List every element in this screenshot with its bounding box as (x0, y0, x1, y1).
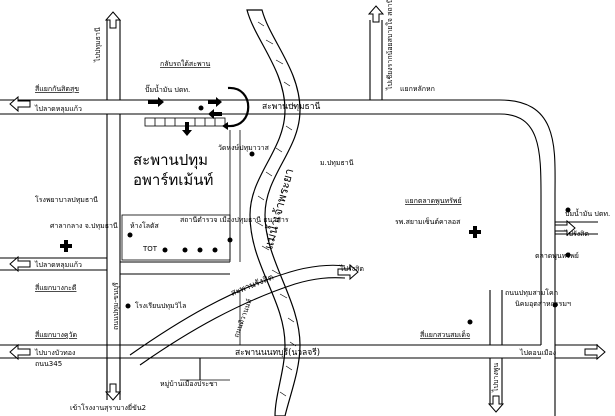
label-road-pathum-nonthaburi: ถนนปทุม-ขนบุรี (112, 282, 120, 330)
arrow-up-icon (104, 11, 122, 29)
label-nikhom: นิคมอุตสาหกรรมฯ (515, 300, 571, 308)
label-right-mid: แยกตลาดพูนทรัพย์ (405, 197, 462, 205)
landmark-dot-icon (212, 247, 218, 253)
label-road-ratchaphruek: ถนนปทุมสามโคก (505, 288, 558, 297)
label-bridge-nonthaburi: สะพานนนทบุรี(นวลจรี) (235, 347, 320, 358)
label-village: หมู่บ้านเมืองประชา (160, 380, 218, 388)
label-to-donmueang: ไปดอนเมือง (519, 348, 556, 357)
label-bridge-rangsit: สะพานรังสิต (229, 273, 275, 299)
river-texture (255, 21, 297, 397)
road-right-branch (555, 221, 598, 235)
road-pathum-nonthaburi (106, 114, 121, 395)
arrow-right-icon (208, 97, 222, 107)
building-stripes (144, 117, 226, 127)
label-bridge-pathum: สะพานปทุมธานี (262, 101, 321, 112)
landmark-dot-icon (162, 247, 168, 253)
landmark-dot-icon (182, 247, 188, 253)
road-inner (229, 130, 241, 345)
road-bottom-small (106, 358, 230, 400)
label-u-turn: กลับรถใต้สะพาน (160, 59, 211, 68)
landmark-dot-icon (125, 303, 131, 309)
road-right-lower (489, 290, 598, 405)
arrow-left-icon (9, 255, 31, 273)
road-rangsit-diagonal (129, 264, 346, 366)
landmark-dot-icon (197, 247, 203, 253)
hospital-cross-icon (60, 240, 72, 252)
label-lotus: ห้างโลตัส (130, 221, 160, 230)
label-gas-station-1: ปั๊มน้ำมัน ปตท. (145, 83, 190, 94)
u-turn-icon (222, 86, 250, 130)
label-to-rangsit-1: ไปรังสิต (339, 264, 364, 273)
label-hospital-pathum: โรงพยาบาลปทุมธานี (35, 195, 98, 204)
label-gas-station-2: ปั๊มน้ำมัน ปตท. (565, 207, 610, 218)
arrow-right-icon (337, 263, 359, 281)
label-city-hall: ศาลากลาง จ.ปทุมธานี (50, 222, 118, 230)
edge-arrows (9, 5, 606, 413)
landmark-dot-icon (552, 302, 558, 308)
label-junction-suan-somdet: สี่แยกสวนสมเด็จ (420, 330, 470, 339)
label-temple: วัดหงษ์ปทุมาวาส (218, 144, 270, 152)
label-to-bangbua: ไปบางบัวทอง (34, 348, 75, 357)
label-to-pathum: ไปปทุมธานี (93, 27, 102, 63)
label-hospital-siam: รพ.สยามเซ็นต์คาลอส (395, 217, 461, 226)
label-right-bottom: ไปบางพูน (491, 363, 500, 393)
label-highway-345: ถนน345 (35, 360, 62, 368)
label-junction-bangkhuwat: สี่แยกบางคูวัด (35, 330, 77, 339)
label-tot: TOT (142, 245, 158, 253)
arrow-right-icon (148, 97, 164, 107)
arrow-down-icon (487, 395, 505, 413)
road-pathum-bridge (0, 99, 556, 416)
label-junction-bang-kradee: สี่แยกบางกะดี (35, 283, 76, 292)
landmark-dot-icon (467, 319, 473, 325)
arrow-up-icon (367, 5, 385, 23)
label-to-rangsit-2: ไปรังสิต (564, 229, 589, 238)
label-to-lat-lum-kaeo-2: ไปลาดหลุมแก้ว (34, 260, 82, 269)
label-to-lat-lum-kaeo-1: ไปลาดหลุมแก้ว (34, 104, 82, 113)
landmark-dot-icon (249, 151, 255, 157)
label-school: โรงเรียนปทุมวิไล (135, 301, 186, 310)
road-left-vertical (106, 20, 121, 100)
arrow-down-icon (104, 383, 122, 401)
arrow-left-icon (208, 109, 222, 119)
arrow-left-icon (9, 95, 31, 113)
road-top-right-vertical (369, 20, 383, 100)
label-junction-lak-hok: แยกหลักหก (400, 85, 435, 93)
arrow-down-icon (182, 122, 192, 136)
arrow-right-icon (584, 343, 606, 361)
landmark-dot-icon (198, 105, 204, 111)
label-talat-phun-sap: ตลาดพูนทรัพย์ (535, 252, 579, 260)
label-to-sugarcane: เข้าโรงงานสุราบางยี่ขัน2 (70, 403, 146, 412)
label-junction-kanthasit: สี่แยกกันสิตสุข (35, 84, 79, 93)
hospital-cross-icon (469, 226, 481, 238)
landmark-dots (125, 105, 571, 325)
label-police: สถานีตำรวจ เมืองปทุมธานี ธนาคาร (180, 216, 289, 224)
label-big-title-1: สะพานปทุม (133, 151, 208, 170)
label-muang-pathum: ม.ปทุมธานี (320, 159, 354, 167)
arrow-right-icon (554, 219, 576, 237)
road-nonthaburi-bridge (0, 344, 500, 359)
landmark-dot-icon (227, 237, 233, 243)
direction-arrows (148, 97, 222, 136)
landmark-dot-icon (127, 232, 133, 238)
label-to-rangsit-top: ไปเชียงรากน้อยสบายใจ สถานีวิทยุฯ (385, 0, 394, 91)
landmark-dot-icon (565, 252, 571, 258)
label-big-title-2: อพาร์ทเม้นท์ (133, 171, 213, 189)
label-road-tiwanon: ถนนติวานนท์ (232, 298, 253, 339)
landmark-dot-icon (565, 207, 571, 213)
arrow-left-icon (9, 343, 31, 361)
